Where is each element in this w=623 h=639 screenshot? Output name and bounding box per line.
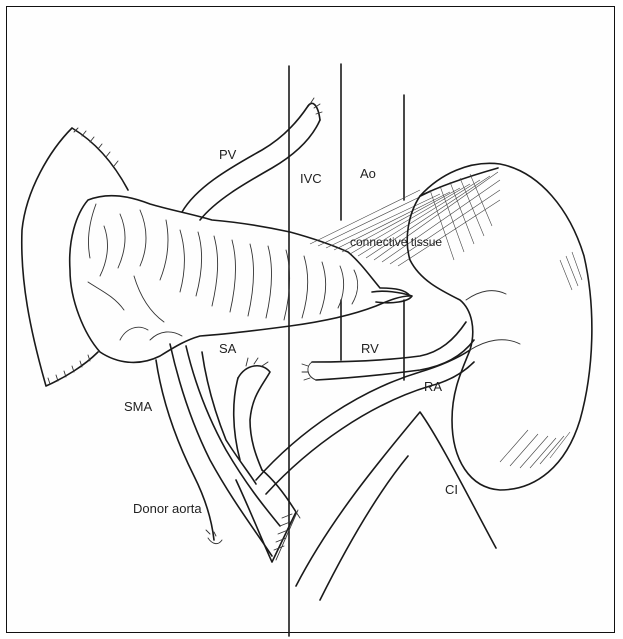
sma-vessel	[156, 344, 280, 556]
donor-aorta	[206, 470, 300, 562]
label-rv: RV	[361, 342, 379, 355]
duodenum	[22, 128, 128, 386]
label-ra: RA	[424, 380, 442, 393]
label-connective-tissue: connective tissue	[350, 236, 442, 248]
pancreas	[70, 196, 412, 363]
label-sa: SA	[219, 342, 236, 355]
renal-vein	[302, 322, 474, 380]
label-ci: CI	[445, 483, 458, 496]
label-pv: PV	[219, 148, 236, 161]
label-sma: SMA	[124, 400, 152, 413]
label-ivc: IVC	[300, 172, 322, 185]
connective-tissue	[310, 172, 500, 266]
label-donor-aorta: Donor aorta	[133, 502, 202, 515]
label-ao: Ao	[360, 167, 376, 180]
portal-vein	[182, 98, 322, 220]
